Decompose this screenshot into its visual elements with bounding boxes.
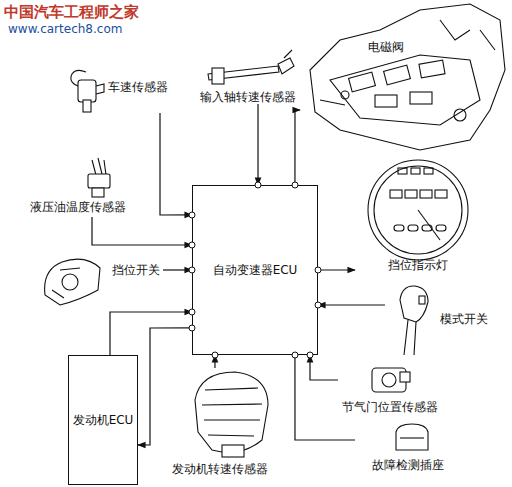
signal-line	[138, 328, 192, 445]
component-node: 输入轴转速传感器	[195, 52, 310, 104]
part-name: 模式开关	[440, 312, 488, 326]
signal-line	[92, 217, 192, 245]
part-name: 挡位开关	[112, 263, 160, 277]
component-node: 液压油温度传感器	[28, 155, 143, 217]
gear-switch-drawing	[45, 259, 100, 305]
part-name: 故障检测插座	[372, 458, 444, 472]
signal-line	[295, 110, 300, 185]
component-node: 电磁阀	[300, 5, 505, 150]
part-name: 液压油温度传感器	[30, 200, 126, 214]
component-node: 节气门位置传感器	[338, 362, 448, 417]
signal-line	[318, 304, 385, 305]
signal-line	[295, 355, 355, 440]
signal-line	[257, 104, 258, 185]
oil-temp-sensor-drawing	[88, 158, 110, 197]
part-name: 发动机转速传感器	[172, 462, 268, 476]
throttle-sensor-drawing	[372, 368, 410, 392]
watermark-url: www.cartech8.com	[8, 22, 122, 36]
input-shaft-sensor-drawing	[208, 50, 294, 84]
part-name: 电磁阀	[368, 40, 404, 54]
signal-line	[318, 269, 355, 270]
engine-speed-sensor-drawing	[195, 372, 268, 457]
component-node: 车速传感器	[68, 68, 168, 113]
signal-line	[160, 113, 192, 215]
component-node: 故障检测插座	[355, 422, 465, 477]
watermark-title: 中国汽车工程师之家	[4, 3, 139, 22]
ecu-box: 自动变速器ECU	[192, 185, 318, 355]
box-title: 发动机ECU	[73, 413, 134, 427]
part-name: 输入轴转速传感器	[200, 90, 296, 104]
signal-line	[163, 269, 192, 270]
diagnostic-connector-drawing	[396, 424, 428, 450]
gauge-drawing	[368, 160, 468, 260]
component-node: 挡位指示灯	[355, 158, 480, 276]
part-name: 挡位指示灯	[388, 258, 448, 272]
signal-line	[310, 355, 338, 380]
box-title: 自动变速器ECU	[213, 263, 298, 277]
speed-sensor-drawing	[71, 70, 104, 112]
signal-line	[110, 312, 192, 355]
ecu-box: 发动机ECU	[68, 355, 138, 485]
valve-body-drawing	[310, 4, 505, 150]
component-node: 发动机转速传感器	[170, 368, 285, 478]
part-name: 节气门位置传感器	[342, 400, 438, 414]
component-node: 挡位开关	[38, 258, 163, 308]
component-node: 模式开关	[385, 285, 495, 355]
shift-lever-drawing	[400, 286, 428, 355]
part-name: 车速传感器	[108, 80, 168, 94]
